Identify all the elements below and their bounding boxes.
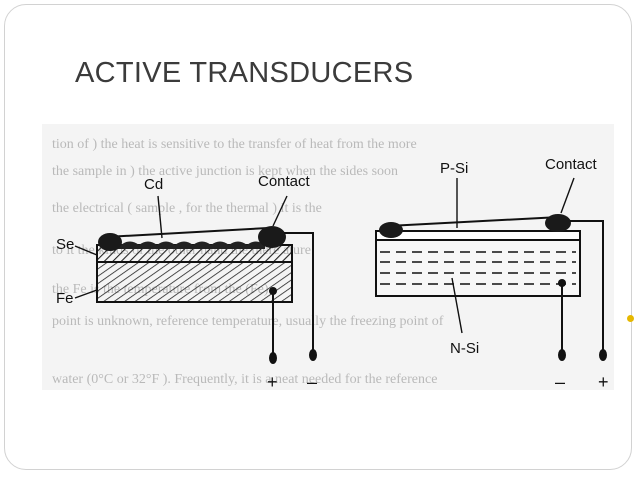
- background-text-line: the sample in ) the active junction is k…: [52, 164, 398, 179]
- minus-label: –: [555, 372, 565, 392]
- plus-label: +: [598, 372, 609, 392]
- background-text-line: water (0°C or 32°F ). Frequently, it is …: [52, 372, 437, 387]
- contact-ring: [258, 226, 286, 248]
- background-text-line: tion of ) the heat is sensitive to the t…: [52, 137, 417, 152]
- contact-callout-line: [272, 195, 288, 227]
- silicon-cell: P-Si Contact N-Si – +: [375, 156, 609, 392]
- background-text-line: point is unknown, reference temperature,…: [52, 314, 444, 329]
- cd-layer: [103, 241, 265, 249]
- se-callout-line: [74, 245, 98, 256]
- cd-label: Cd: [144, 176, 163, 193]
- fe-label: Fe: [56, 290, 74, 307]
- left-end-cap: [98, 233, 122, 251]
- background-text-line: the electrical ( sample , for the therma…: [52, 201, 322, 216]
- fe-layer: [96, 261, 293, 303]
- plus-terminal: [599, 349, 607, 361]
- plus-label: +: [267, 372, 278, 392]
- contact-label: Contact: [258, 173, 311, 190]
- se-label: Se: [56, 236, 74, 253]
- minus-label: –: [307, 372, 317, 392]
- minus-lead-wire: [284, 232, 314, 352]
- cd-callout-line: [157, 195, 163, 239]
- n-si-layer: [375, 239, 581, 297]
- contact-ring: [545, 214, 571, 232]
- cd-envelope-top: [105, 227, 269, 238]
- p-si-layer: [375, 230, 581, 241]
- plus-terminal: [269, 352, 277, 364]
- fe-callout-line: [74, 289, 98, 299]
- left-end-cap: [379, 222, 403, 238]
- n-si-callout-line: [451, 277, 463, 334]
- contact-label: Contact: [545, 156, 598, 173]
- plus-lead-wire: [570, 220, 604, 352]
- n-si-label: N-Si: [450, 340, 479, 357]
- minus-terminal: [309, 349, 317, 361]
- accent-dot: [627, 315, 634, 322]
- slide-title: ACTIVE TRANSDUCERS: [75, 57, 414, 89]
- contact-callout-line: [560, 177, 575, 214]
- minus-terminal: [558, 349, 566, 361]
- p-si-envelope-top: [387, 216, 561, 227]
- p-si-label: P-Si: [440, 160, 468, 177]
- selenium-cell: Cd Contact Se Fe + –: [56, 173, 317, 392]
